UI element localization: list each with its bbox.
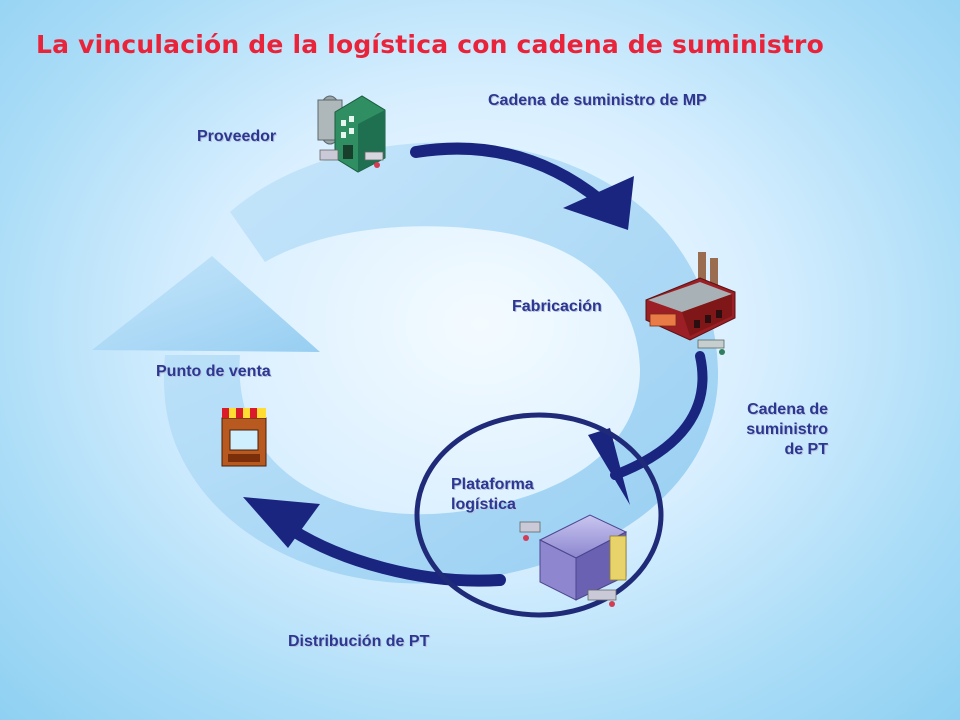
label-punto-de-venta: Punto de venta (156, 363, 271, 380)
label-cadena-pt-line2: suministro (746, 421, 828, 438)
label-cadena-mp: Cadena de suministro de MP (488, 92, 707, 109)
label-plataforma-line2: logística (451, 496, 516, 513)
cycle-ring (163, 142, 719, 584)
label-distribucion-pt: Distribución de PT (288, 633, 430, 650)
arrow-cadena-mp-head (563, 176, 634, 230)
label-plataforma-logistica: Plataforma logística (451, 475, 534, 515)
arrow-distribucion (286, 524, 506, 587)
arrow-cadena-pt-head (588, 428, 630, 505)
slide-title: La vinculación de la logística con caden… (36, 30, 824, 59)
label-cadena-pt: Cadena de suministro de PT (712, 400, 828, 460)
label-cadena-pt-line3: de PT (784, 441, 828, 458)
arrow-distribucion-head (243, 497, 320, 548)
plataforma-highlight-ellipse (414, 412, 664, 618)
label-plataforma-line1: Plataforma (451, 476, 534, 493)
label-fabricacion: Fabricación (512, 298, 602, 315)
arrow-cadena-mp (410, 142, 606, 206)
factory-icon (645, 252, 736, 355)
arrow-cadena-pt (610, 351, 708, 480)
warehouse-icon (519, 514, 628, 607)
supplier-building-icon (317, 95, 386, 173)
label-cadena-pt-line1: Cadena de (747, 401, 828, 418)
label-proveedor: Proveedor (197, 128, 277, 145)
cycle-ring-arrowhead (92, 256, 320, 352)
store-icon (221, 408, 267, 467)
